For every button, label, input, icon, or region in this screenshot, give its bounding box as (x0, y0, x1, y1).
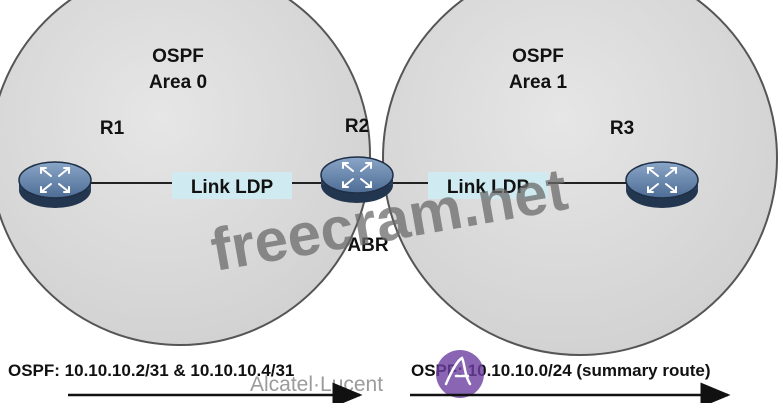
alcatel-lucent-logo-icon (436, 350, 484, 398)
router-r2-role-label: ABR (347, 235, 388, 256)
link-r1-r2-label: Link LDP (191, 177, 274, 198)
link-r2-r3-label: Link LDP (447, 177, 530, 198)
router-r1-label: R1 (100, 118, 125, 139)
area-1-title-line2: Area 1 (509, 72, 568, 93)
link-r2-r3-label-box (428, 172, 548, 199)
router-r3-icon (625, 161, 699, 209)
router-r1-icon (18, 161, 92, 209)
area-1-route-text: OSPF: 10.10.10.0/24 (summary route) (411, 361, 711, 380)
area-0-title-line1: OSPF (152, 46, 204, 67)
area-0-route-text: OSPF: 10.10.10.2/31 & 10.10.10.4/31 (8, 361, 294, 380)
area-0-title-line2: Area 0 (149, 72, 207, 93)
alcatel-lucent-watermark: Alcatel·Lucent (250, 373, 383, 396)
ospf-area-1-circle (382, 0, 778, 356)
link-r1-r2-label-box (172, 172, 292, 199)
router-r2-label: R2 (345, 116, 369, 137)
area-1-title-line1: OSPF (512, 46, 564, 67)
router-r3-label: R3 (610, 118, 634, 139)
